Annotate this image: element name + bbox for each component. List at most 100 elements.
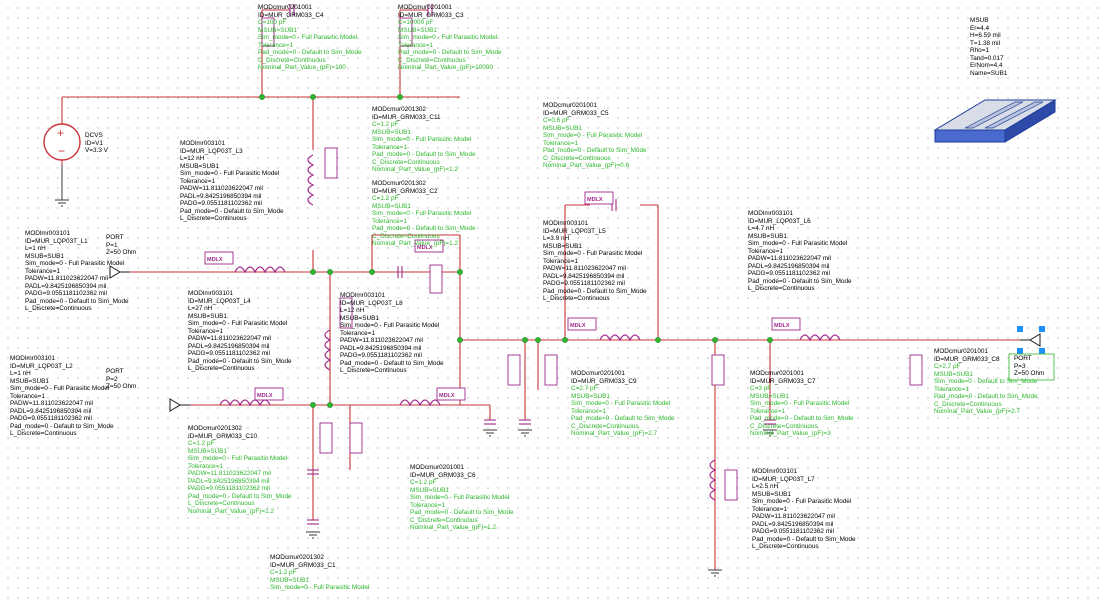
junction[interactable] xyxy=(310,94,316,100)
junction[interactable] xyxy=(259,94,265,100)
capacitor-c3-symbol[interactable] xyxy=(427,4,433,16)
inductor-l7-coil[interactable] xyxy=(709,459,717,501)
junction[interactable] xyxy=(397,94,403,100)
mdlx-box-l8[interactable] xyxy=(436,387,466,401)
inductor-l5-coil[interactable] xyxy=(599,334,641,342)
param-line: L_Discrete=Continuous xyxy=(543,295,610,302)
port-2-arrow-icon[interactable] xyxy=(169,398,181,412)
junction[interactable] xyxy=(327,269,333,275)
mdlx-box-c8[interactable] xyxy=(909,354,923,386)
inductor-l3-coil[interactable] xyxy=(307,154,315,206)
param-line: Z=50 Ohm xyxy=(106,383,137,390)
capacitor-c9-symbol[interactable] xyxy=(519,419,531,425)
param-line: ID=MUR_GRM033_C11 xyxy=(372,113,441,121)
junction[interactable] xyxy=(457,337,463,343)
mdlx-box-c9b[interactable] xyxy=(544,354,558,386)
mdlx-box-c3[interactable] xyxy=(399,17,413,47)
junction[interactable] xyxy=(655,337,661,343)
param-line: Tolerance=1 xyxy=(372,217,407,225)
inductor-l8-coil[interactable] xyxy=(399,399,441,407)
msub-substrate-icon[interactable] xyxy=(933,99,1057,143)
mdlx-box-c9[interactable] xyxy=(507,354,521,386)
param-line: MSUB=SUB1 xyxy=(340,314,379,322)
junction[interactable] xyxy=(327,402,333,408)
mdlx-box-c10[interactable] xyxy=(319,422,333,454)
param-line: PADG=9.0551181102362 mil xyxy=(188,350,270,357)
junction[interactable] xyxy=(369,269,375,275)
mdlx-box-l1[interactable] xyxy=(204,251,234,265)
junction[interactable] xyxy=(522,337,528,343)
inductor-l1-coil[interactable] xyxy=(234,266,286,274)
mdlx-box-c5[interactable] xyxy=(584,191,614,205)
mdlx-box-c4[interactable] xyxy=(261,17,275,47)
junction[interactable] xyxy=(562,337,568,343)
mdlx-box-l5[interactable] xyxy=(567,317,597,331)
param-line: Sim_mode=0 - Full Parasitic Model xyxy=(258,34,358,41)
port-1-arrow-icon[interactable] xyxy=(109,265,121,279)
junction[interactable] xyxy=(767,337,773,343)
inductor-l4-coil[interactable] xyxy=(324,329,332,371)
ground-icon xyxy=(55,165,69,207)
capacitor-c2-symbol[interactable] xyxy=(397,266,403,278)
param-line: PADG=9.0551181102362 mil xyxy=(752,528,834,535)
junction[interactable] xyxy=(310,269,316,275)
junction[interactable] xyxy=(712,337,718,343)
mdlx-box-c10b[interactable] xyxy=(349,422,363,454)
param-line: Tolerance=1 xyxy=(258,41,293,49)
mdlx-box-l7[interactable] xyxy=(724,469,738,501)
mdlx-box-c7[interactable] xyxy=(711,354,725,386)
param-line: MSUB=SUB1 xyxy=(748,232,787,240)
mdlx-box-l6[interactable] xyxy=(771,317,801,331)
capacitor-c7-symbol[interactable] xyxy=(764,419,776,425)
mdlx-box-c2[interactable] xyxy=(414,239,444,253)
param-line: MSUB=SUB1 xyxy=(180,162,219,170)
inductor-l2-coil[interactable] xyxy=(219,399,271,407)
param-line: MSUB=SUB1 xyxy=(543,242,582,250)
dc-voltage-source[interactable] xyxy=(43,120,81,165)
capacitor-c4-symbol[interactable] xyxy=(289,4,295,16)
junction[interactable] xyxy=(535,337,541,343)
param-line: PADL=9.8425196850394 mil xyxy=(25,282,107,290)
junction[interactable] xyxy=(457,269,463,275)
param-line: PORT xyxy=(106,234,124,241)
capacitor-c6-symbol[interactable] xyxy=(484,419,496,425)
capacitor-c10-symbol[interactable] xyxy=(307,469,319,475)
mdlx-box-l2[interactable] xyxy=(254,387,284,401)
param-line: C=100 pF xyxy=(258,19,287,26)
mdlx-label: MDLX xyxy=(570,323,586,329)
port-3-symbol-selected[interactable] xyxy=(1008,326,1055,381)
junction[interactable] xyxy=(310,402,316,408)
mdlx-box-l3[interactable] xyxy=(324,147,338,179)
mdlx-box-l4[interactable] xyxy=(339,297,353,329)
inductor-l6-coil[interactable] xyxy=(799,334,841,342)
mdlx-box-c11[interactable] xyxy=(429,264,443,294)
param-line: Sim_mode=0 - Full Parasitic Model xyxy=(571,400,671,407)
capacitor-c1-symbol[interactable] xyxy=(307,519,319,525)
